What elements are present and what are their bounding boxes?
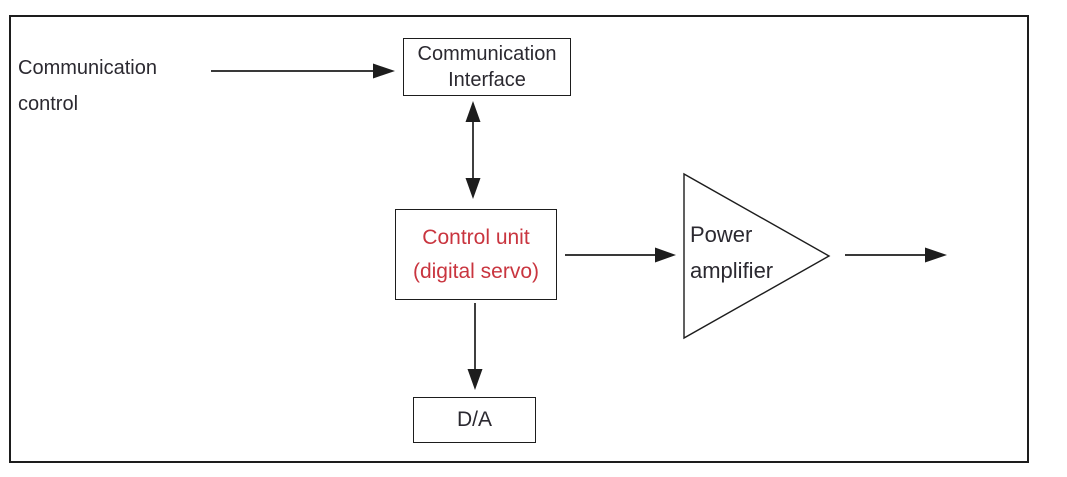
power-amplifier-label: Power amplifier [690,217,773,289]
arrow-communication-control-to-interface [211,63,395,79]
power-amplifier-triangle [683,172,831,340]
control-unit-text-line2: (digital servo) [412,259,540,283]
control-unit-box: Control unit (digital servo) [395,209,557,300]
arrow-interface-control-unit-bidirectional [465,101,481,199]
communication-interface-box: Communication Interface [403,38,571,96]
communication-interface-text-line2: Interface [448,69,526,91]
diagram-border [9,15,1029,463]
communication-interface-text-line1: Communication [417,43,557,65]
da-converter-box: D/A [413,397,536,443]
communication-control-label-line2: control [18,93,79,115]
control-unit-text-line1: Control unit [422,225,530,249]
communication-control-label-line1: Communication [18,57,157,79]
power-amplifier-label-line2: amplifier [690,258,774,283]
arrow-control-unit-to-power-amplifier [565,247,676,263]
communication-control-label: Communication control [18,50,157,122]
arrow-control-unit-to-da [467,303,483,390]
power-amplifier-label-line1: Power [690,222,753,247]
arrow-power-amplifier-output [845,247,947,263]
da-converter-text: D/A [456,408,492,431]
